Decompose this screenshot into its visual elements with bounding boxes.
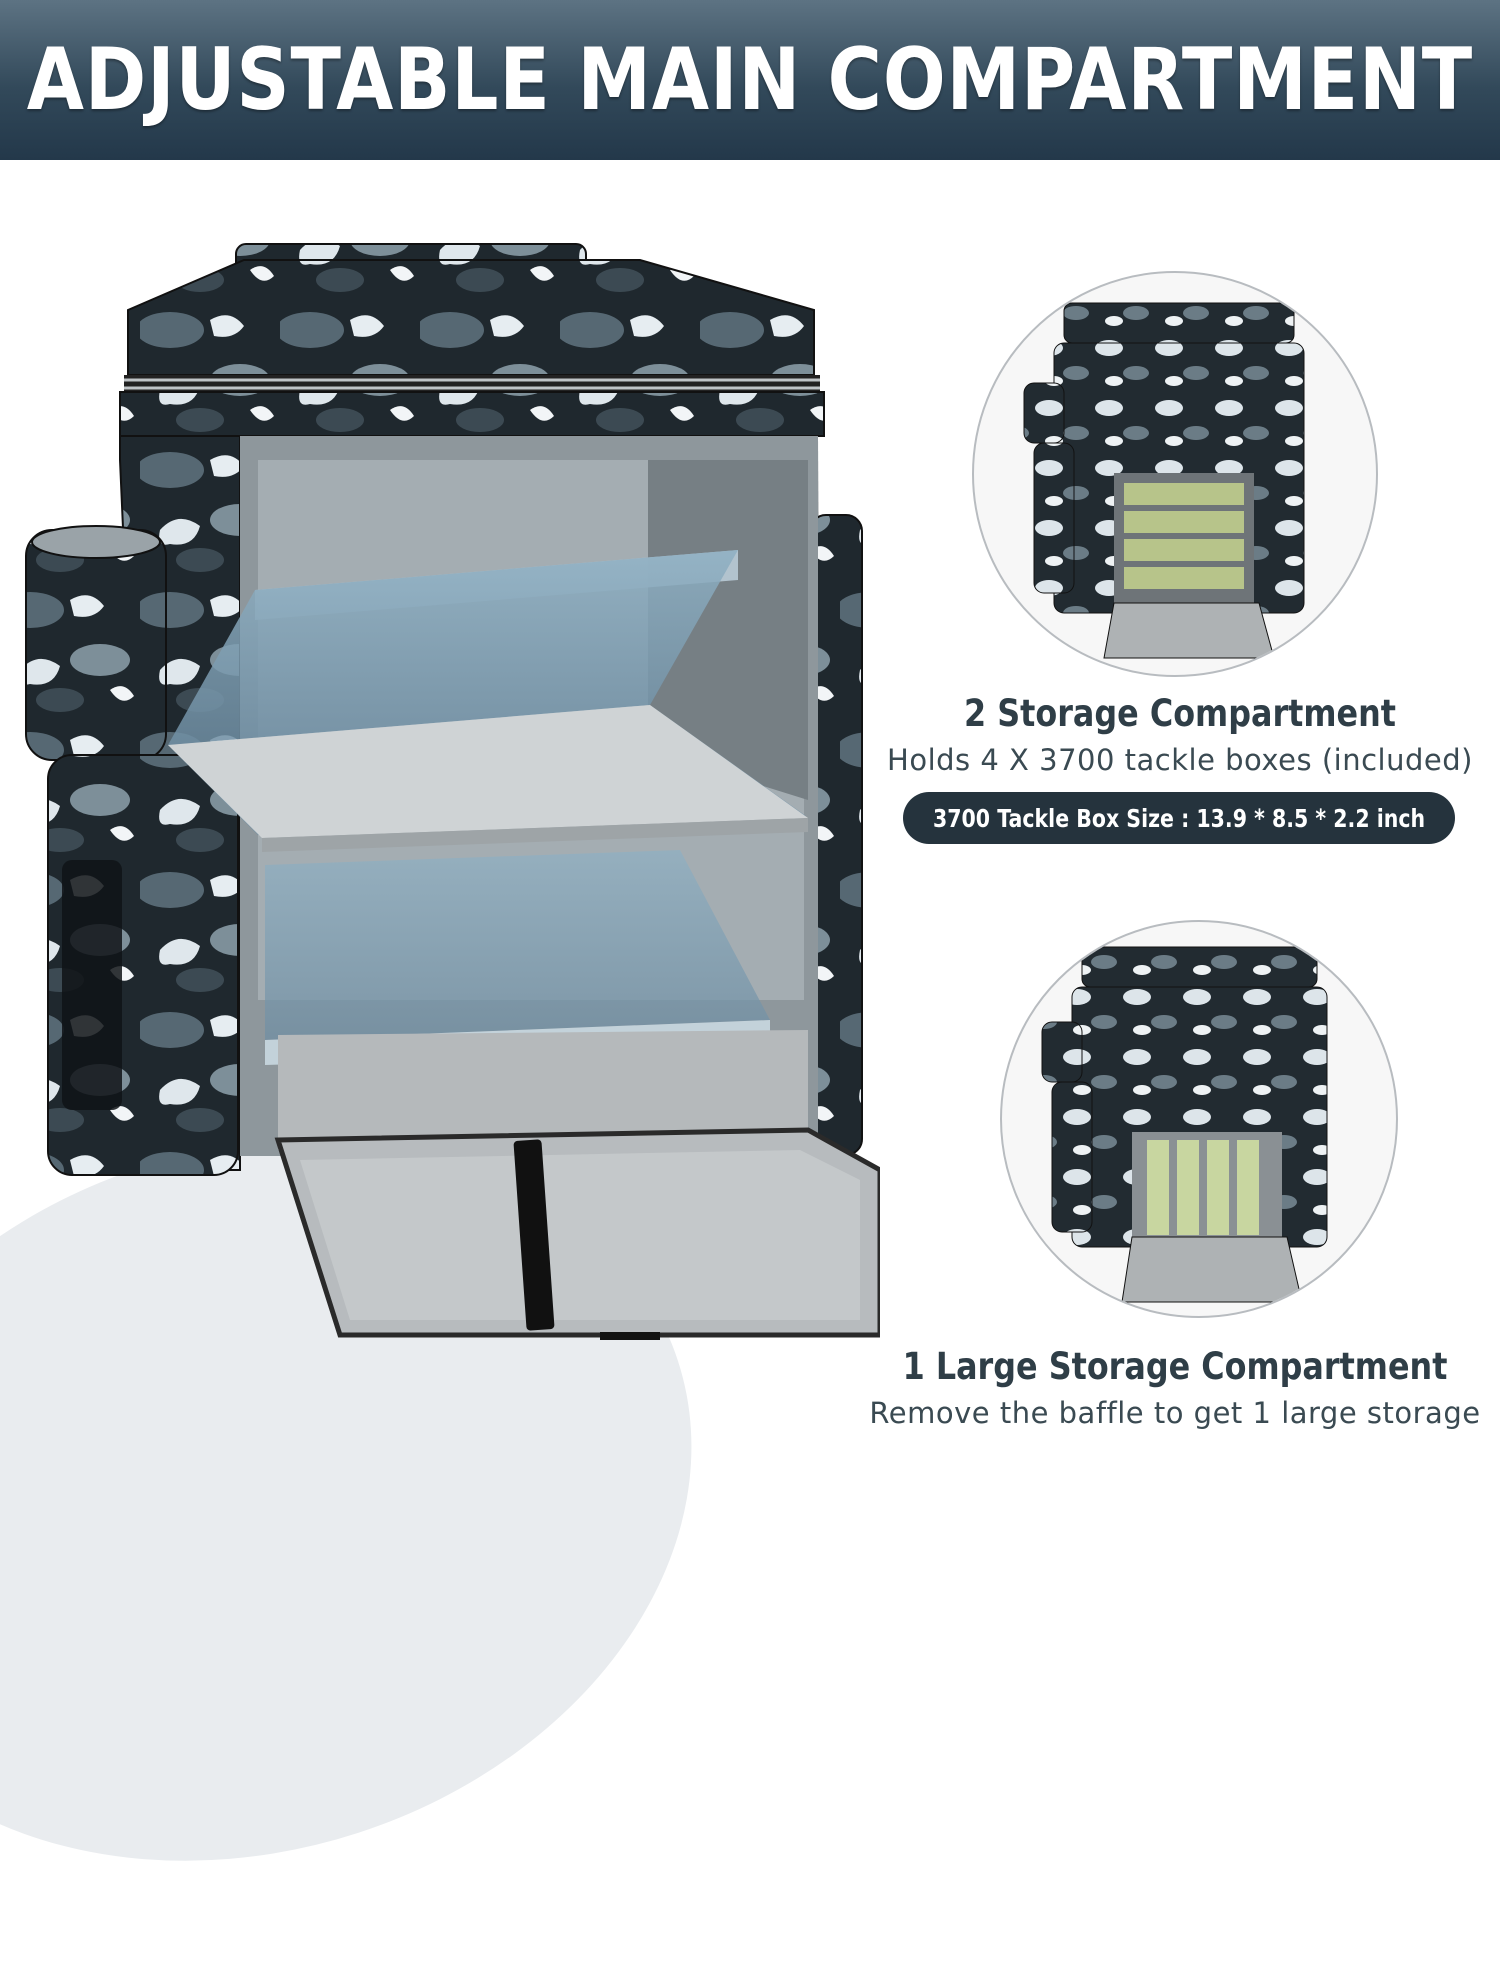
header-banner: ADJUSTABLE MAIN COMPARTMENT: [0, 0, 1500, 160]
two-compartment-info: 2 Storage Compartment Holds 4 X 3700 tac…: [870, 692, 1490, 777]
two-compartment-image: [972, 271, 1378, 677]
banner-title: ADJUSTABLE MAIN COMPARTMENT: [26, 30, 1474, 130]
one-compartment-image: [1000, 920, 1398, 1318]
two-compartment-title: 2 Storage Compartment: [964, 692, 1396, 735]
one-compartment-title: 1 Large Storage Compartment: [902, 1345, 1448, 1388]
backpack-illustration: [25, 243, 880, 1340]
one-compartment-info: 1 Large Storage Compartment Remove the b…: [850, 1345, 1500, 1430]
one-compartment-description: Remove the baffle to get 1 large storage: [869, 1396, 1481, 1430]
tackle-box-size-label: 3700 Tackle Box Size : 13.9 * 8.5 * 2.2 …: [932, 803, 1426, 833]
one-compartment-bag: [1041, 946, 1328, 1303]
two-compartment-bag: [1023, 302, 1305, 659]
two-compartment-description: Holds 4 X 3700 tackle boxes (included): [887, 743, 1473, 777]
tackle-box-size-badge: 3700 Tackle Box Size : 13.9 * 8.5 * 2.2 …: [903, 792, 1455, 844]
